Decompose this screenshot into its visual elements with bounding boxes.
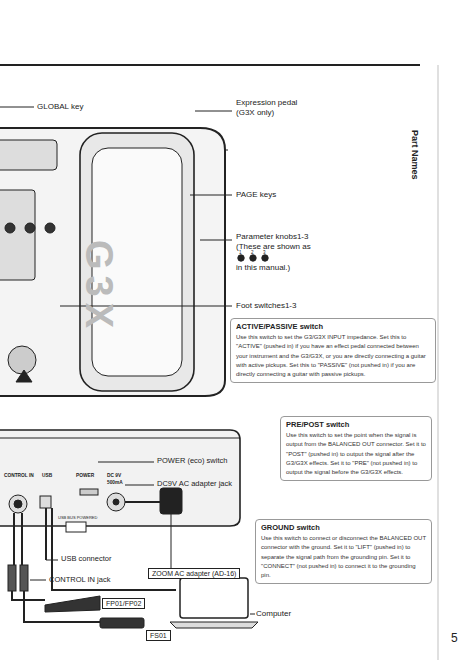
- box-heading: FS01: [150, 632, 167, 639]
- panel-text: CONTROL IN: [4, 473, 34, 479]
- part-label: PAGE keys: [236, 190, 276, 199]
- pedal-body: [0, 128, 225, 396]
- box-heading: PRE/POST switch: [286, 420, 426, 429]
- part-label: Foot switches1-3: [236, 301, 296, 310]
- box-heading: ZOOM AC adapter (AD-16): [152, 570, 236, 577]
- info-box: GROUND switchUse this switch to connect …: [255, 519, 432, 584]
- logo-text: G3X: [76, 240, 120, 334]
- info-box: ACTIVE/PASSIVE switchUse this switch to …: [230, 318, 436, 383]
- panel-text: USB: [42, 473, 52, 479]
- page-number: 5: [451, 632, 458, 646]
- name-box: FP01/FP02: [102, 598, 145, 609]
- box-body: Use this switch to set the G3/G3X INPUT …: [236, 333, 430, 379]
- header-rule: [0, 64, 420, 66]
- part-label: Parameter knobs1-3: [236, 232, 308, 241]
- panel-text: USB BUS POWERED: [58, 516, 97, 521]
- callout-number: 3: [263, 250, 266, 255]
- part-label: in this manual.): [236, 263, 290, 272]
- part-label: DC9V AC adapter jack: [157, 480, 232, 489]
- info-box: PRE/POST switchUse this switch to set th…: [280, 416, 432, 481]
- panel-text: 500mA: [107, 480, 123, 486]
- box-heading: FP01/FP02: [106, 600, 141, 607]
- callout-number: 1: [239, 250, 242, 255]
- part-label: (These are shown as: [236, 242, 311, 251]
- panel-text: POWER: [76, 473, 94, 479]
- box-heading: ACTIVE/PASSIVE switch: [236, 322, 430, 331]
- part-label: (G3X only): [236, 108, 274, 117]
- panel-text: DC 9V: [107, 473, 121, 479]
- name-box: FS01: [146, 630, 171, 641]
- part-label: CONTROL IN jack: [49, 576, 110, 585]
- part-label: GLOBAL key: [37, 102, 83, 111]
- name-box: ZOOM AC adapter (AD-16): [148, 568, 240, 579]
- box-body: Use this switch to set the point when th…: [286, 431, 426, 477]
- part-label: USB connector: [61, 555, 111, 564]
- part-label: POWER (eco) switch: [157, 457, 227, 466]
- laptop: [180, 578, 248, 618]
- callout-number: 2: [251, 250, 254, 255]
- section-tab: Part Names: [410, 130, 420, 180]
- part-label: Computer: [256, 609, 291, 618]
- rear-panel: [0, 430, 240, 526]
- box-body: Use this switch to connect or disconnect…: [261, 534, 426, 580]
- part-label: Expression pedal: [236, 98, 297, 107]
- box-heading: GROUND switch: [261, 523, 426, 532]
